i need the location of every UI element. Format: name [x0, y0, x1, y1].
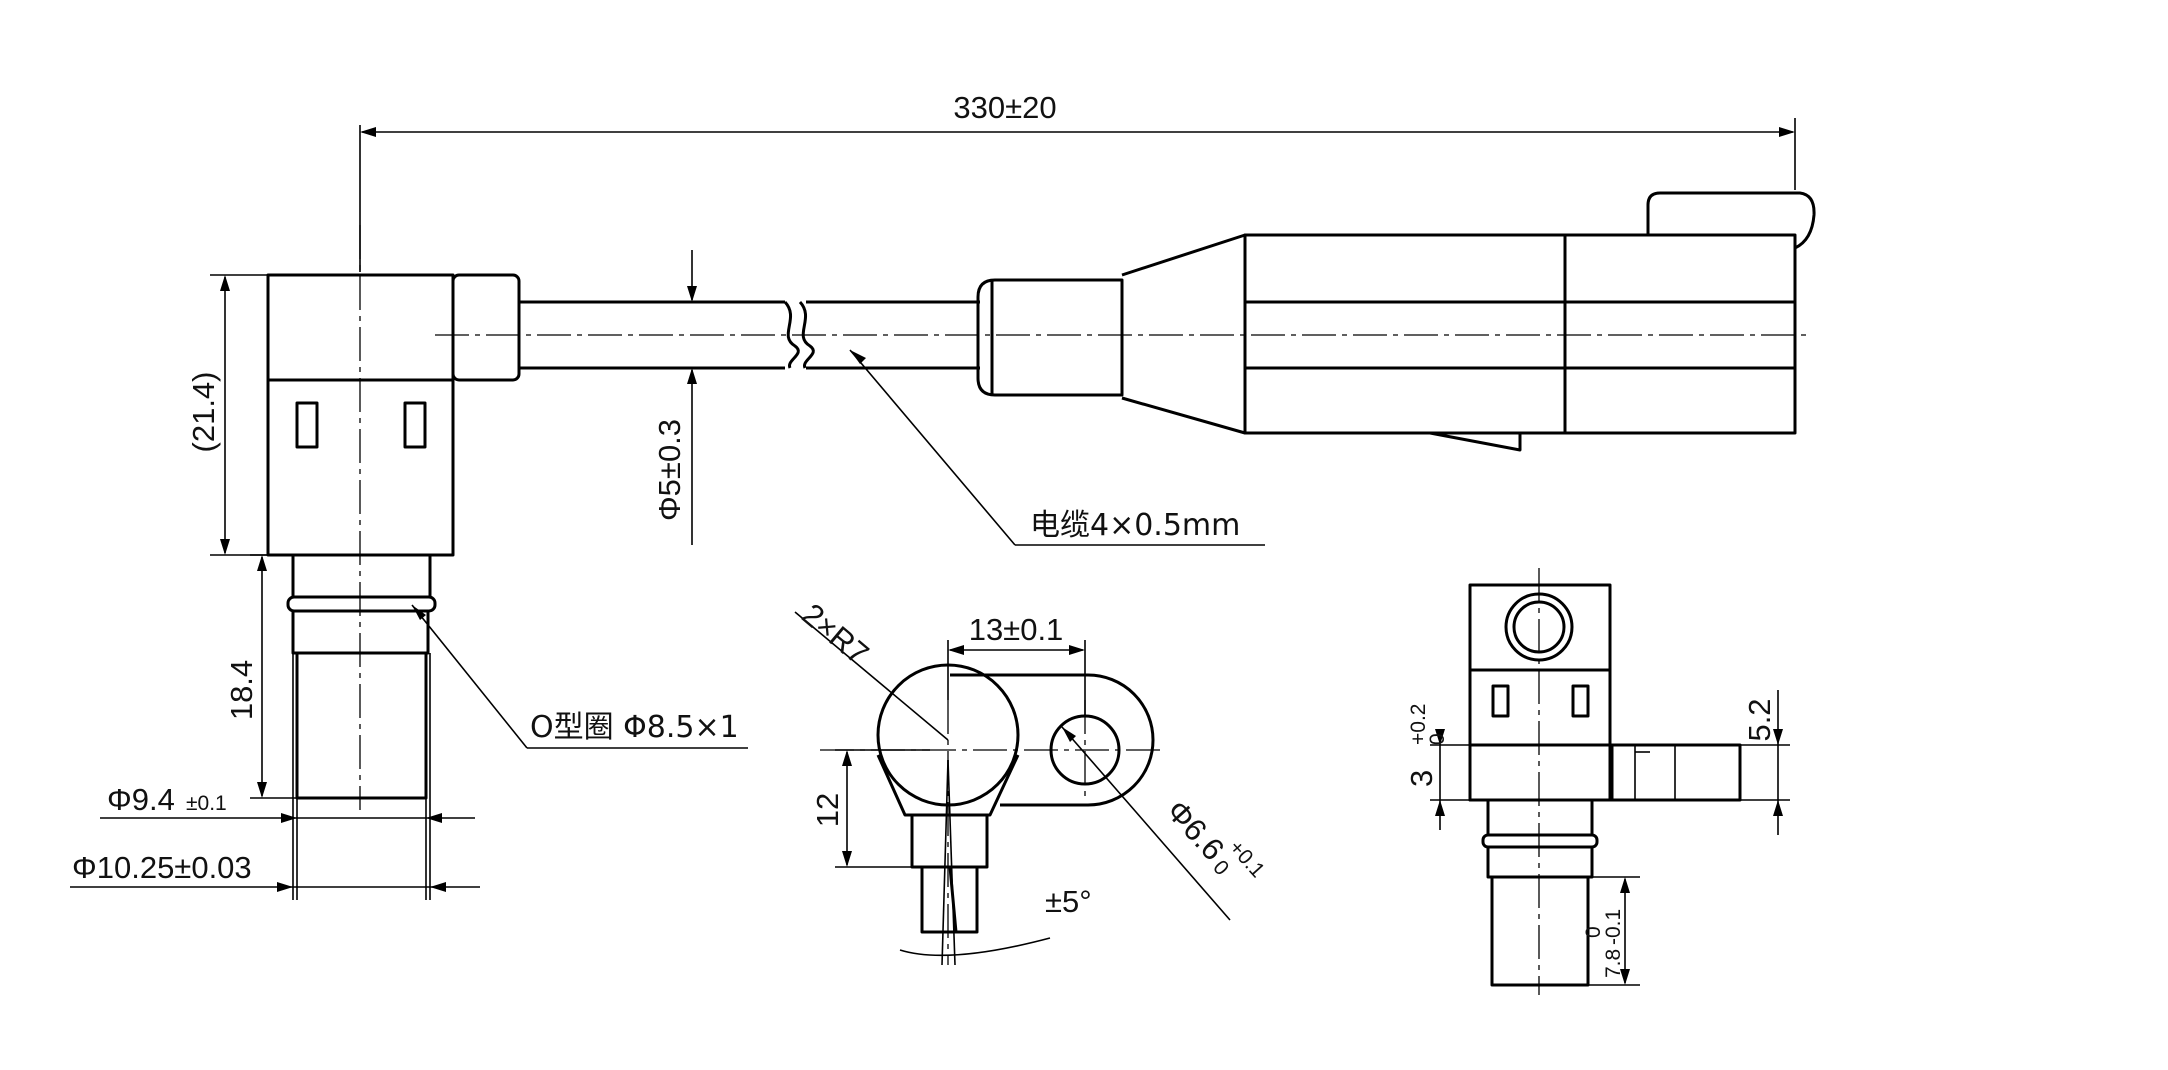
flange-cable [920, 865, 979, 934]
slot-left [295, 401, 319, 449]
cable-exit-boss [451, 273, 521, 382]
overall-length-label: 330±20 [953, 90, 1056, 125]
connector-clip [1429, 431, 1522, 452]
front-neck [1486, 798, 1594, 837]
o-ring-label: O型圈 Φ8.5×1 [530, 710, 739, 745]
front-shaft [1490, 875, 1590, 987]
hole-spacing-label: 13±0.1 [969, 612, 1064, 647]
flange-thickness-label: 3 [1404, 770, 1439, 787]
o-ring [286, 595, 437, 613]
front-view: 3 +0.2 0 5.2 7.8 0 -0.1 [1404, 568, 1790, 995]
strain-relief [976, 278, 1124, 397]
connector-taper [1121, 233, 1247, 435]
cable-spec-label: 电缆4×0.5mm [1030, 508, 1240, 543]
outer-diameter-label: Φ10.25±0.03 [72, 850, 252, 885]
head-height-label: (21.4) [186, 372, 221, 453]
slot-right [403, 401, 427, 449]
angle-label: ±5° [1045, 884, 1092, 919]
front-collar [1486, 845, 1594, 879]
radius-label: 2×R7 [796, 597, 876, 672]
tip-length-label: 7.8 [1602, 949, 1625, 978]
connector-latch [1646, 191, 1816, 250]
main-view: 330±20 (21.4) 18.4 Φ5±0.3 电缆4×0.5mm O型圈 … [70, 90, 1816, 900]
body-length-label: 18.4 [224, 660, 259, 720]
flange-outline [950, 673, 1155, 807]
connector-body [1243, 233, 1797, 435]
shaft-diameter-tolerance: ±0.1 [186, 792, 227, 815]
hole-diameter-label: Φ6.6 [1160, 793, 1231, 867]
front-flange [1468, 743, 1742, 802]
tip-length-tol-upper: 0 [1582, 926, 1605, 938]
sensor-neck [291, 553, 432, 599]
sensor-shaft [295, 651, 428, 800]
front-slot-left [1491, 684, 1510, 718]
front-slot-right [1571, 684, 1590, 718]
shaft-diameter-label: Φ9.4 [107, 782, 175, 817]
front-o-ring [1481, 833, 1599, 849]
flange-thickness-tol-upper: +0.2 [1407, 704, 1430, 745]
tip-length-tol-lower: -0.1 [1602, 909, 1625, 945]
side-height-label: 5.2 [1742, 698, 1777, 741]
cable-diameter-label: Φ5±0.3 [652, 419, 687, 521]
flange-offset-label: 12 [810, 793, 845, 827]
flange-thickness-tol-lower: 0 [1426, 733, 1449, 745]
front-head-top [1468, 583, 1612, 672]
flange-view: 2×R7 13±0.1 12 Φ6.6 +0.1 0 ±5° [794, 597, 1269, 966]
